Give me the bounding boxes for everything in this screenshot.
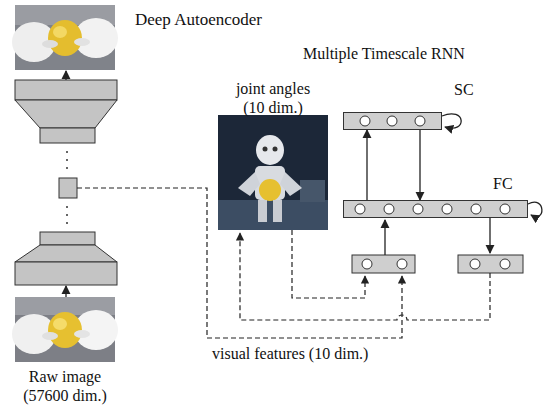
reconstructed-image (12, 5, 118, 70)
raw-image-node: Raw image (57600 dim.) (15, 297, 115, 362)
signal-label: visual features (10 dim.) (212, 345, 368, 362)
raw-image (12, 297, 118, 362)
layer-connection (419, 130, 420, 200)
layer-connection (366, 130, 367, 200)
autoencoder-layers (15, 80, 117, 285)
rnn-layers (343, 112, 528, 273)
slow-context-layer: SC (343, 112, 442, 130)
ellipsis-dots (66, 151, 68, 224)
node-text: FC (493, 174, 523, 193)
autoencoder-title: Deep Autoencoder (135, 10, 262, 29)
joint-image-node: joint angles (10 dim.) (218, 115, 328, 230)
rnn-title: Multiple Timescale RNN (303, 45, 465, 62)
node-text: joint angles (10 dim.) (224, 79, 322, 117)
node-text: Raw image (57600 dim.) (10, 367, 120, 405)
fast-context-layer: FC (343, 200, 528, 218)
robot-picture (218, 115, 328, 230)
node-text: SC (454, 80, 484, 99)
dashed-wires (77, 188, 490, 338)
